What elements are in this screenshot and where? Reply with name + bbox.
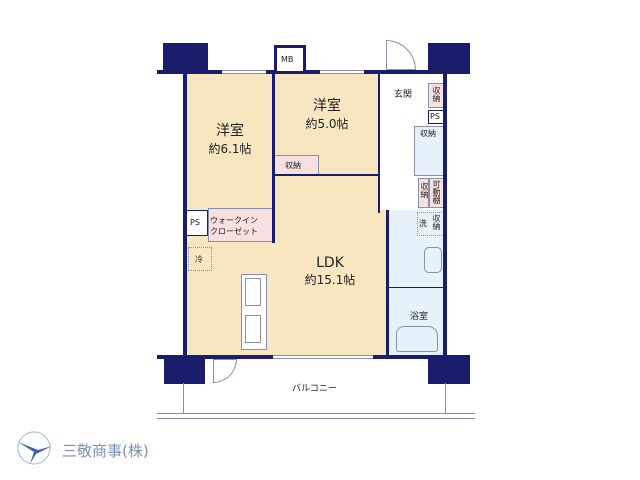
balcony-rail <box>157 413 475 419</box>
fridge-label: 冷 <box>195 255 203 264</box>
wall-top <box>157 70 470 74</box>
movable-shelf-label: 可動棚 <box>432 180 441 204</box>
room-size: 約6.1帖 <box>208 142 252 156</box>
room-size: 約15.1帖 <box>304 273 356 287</box>
company-name: 三敬商事(株) <box>62 442 149 460</box>
bird-logo-icon <box>17 431 52 465</box>
balcony-side-r <box>445 383 446 413</box>
walk-in-closet-label: ウォークイン クローゼット <box>210 216 258 236</box>
balcony-label: バルコニー <box>292 384 337 394</box>
wall-inner-4 <box>378 73 380 213</box>
fridge-space <box>188 247 212 271</box>
wall-inner-2 <box>272 205 275 243</box>
ps-label: PS <box>430 112 440 121</box>
wall-inner-3 <box>274 174 379 176</box>
storage-label: 収納 <box>420 129 436 138</box>
toilet <box>414 126 444 176</box>
pillar-tl <box>163 43 208 71</box>
stove <box>245 315 261 343</box>
window-ldk <box>273 355 373 359</box>
bath-divider <box>388 287 445 288</box>
room-name: 洋室 <box>313 98 341 114</box>
storage-label: 収納 <box>285 161 301 170</box>
balcony-door[interactable] <box>213 359 237 383</box>
pillar-tr <box>428 43 470 71</box>
room-name: LDK <box>316 255 344 271</box>
room-name: 洋室 <box>216 123 244 139</box>
storage-label: 収納 <box>432 214 441 230</box>
balcony-side-l <box>183 383 184 413</box>
ps-label: PS <box>190 218 200 227</box>
room-size: 約5.0帖 <box>305 117 349 131</box>
wall-inner-5 <box>386 210 389 358</box>
storage-hall <box>418 178 429 208</box>
window-2 <box>320 70 364 74</box>
wash-label: 洗 <box>419 219 427 228</box>
pillar-bl <box>164 357 205 384</box>
bathtub <box>396 326 438 352</box>
storage-label: 収納 <box>432 86 441 102</box>
company-logo: 三敬商事(株) <box>12 428 212 468</box>
entrance-label: 玄関 <box>394 90 413 100</box>
storage-label: 収納 <box>420 182 429 198</box>
washbasin <box>424 247 442 273</box>
pillar-br <box>428 357 470 384</box>
wall-right <box>443 70 447 360</box>
entrance-door[interactable] <box>386 40 416 70</box>
wall-left <box>183 70 187 360</box>
ldk-room <box>186 177 388 357</box>
mb-label: MB <box>281 55 294 64</box>
mb-box <box>274 45 306 71</box>
wall-inner-1 <box>272 73 275 208</box>
sink <box>245 278 261 306</box>
bath-label: 浴室 <box>410 312 429 322</box>
window-1 <box>222 70 266 74</box>
